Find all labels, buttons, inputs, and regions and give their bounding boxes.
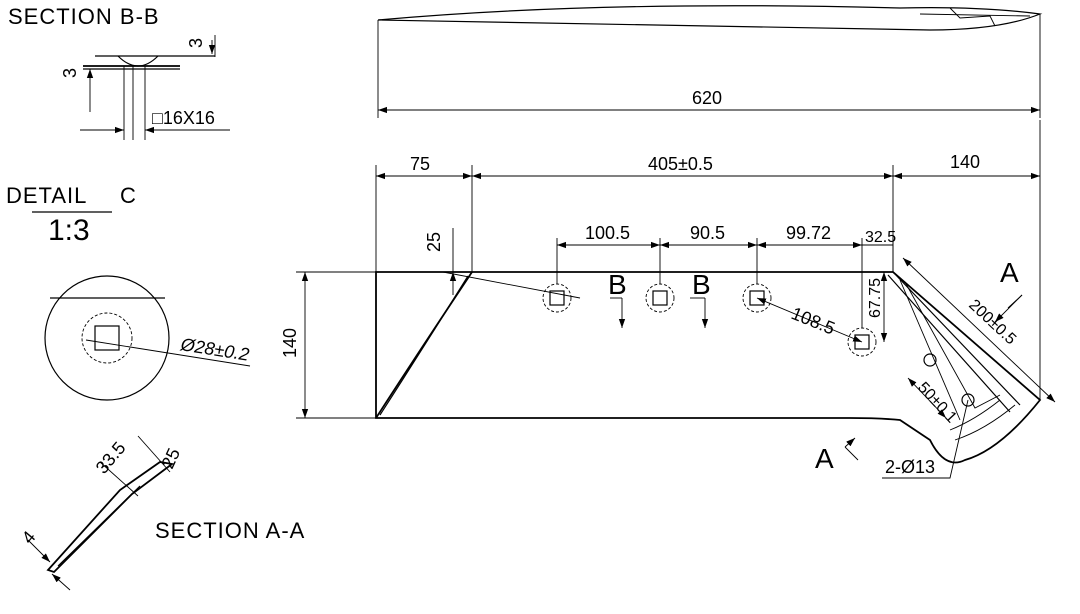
aa-thickness: 4 [18, 527, 40, 548]
height: 140 [280, 328, 300, 358]
aa-angle: 25 [157, 445, 184, 472]
detail-c-scale: 1:3 [48, 214, 90, 247]
hole-2 [645, 283, 675, 313]
section-aa-view: 33.5 25 4 SECTION A-A [18, 435, 305, 591]
bb-side-height: 3 [60, 68, 80, 78]
left-offset: 75 [410, 154, 430, 174]
diag-hole-dist: 108.5 [789, 303, 838, 338]
hole-callout: 2-Ø13 [885, 457, 935, 477]
marker-a-bottom: A [815, 443, 834, 474]
hole-pitch-1: 100.5 [585, 223, 630, 243]
chamfer-height: 25 [424, 232, 444, 252]
marker-a-top: A [1000, 257, 1019, 288]
bb-hole-size: □16X16 [152, 108, 215, 128]
right-offset: 140 [950, 152, 980, 172]
bb-top-thickness: 3 [186, 38, 206, 48]
bolt-hole-2 [961, 393, 975, 407]
edge-length: 200±0.5 [965, 296, 1019, 348]
hole-span: 405±0.5 [648, 154, 713, 174]
hole-pitch-3: 99.72 [786, 223, 831, 243]
main-view: 75 405±0.5 140 25 140 [280, 120, 1056, 479]
small-offset: 32.5 [865, 229, 896, 246]
vertical-hole-dist: 67.75 [867, 278, 884, 318]
section-aa-label: SECTION A-A [155, 518, 305, 543]
hole-1 [542, 283, 572, 313]
bolt-hole-1 [923, 353, 937, 367]
section-bb-label: SECTION B-B [8, 4, 160, 29]
aa-width: 33.5 [92, 438, 130, 478]
marker-b-left: B [608, 269, 627, 300]
marker-b-right: B [692, 269, 711, 300]
detail-c-circle [44, 275, 170, 401]
top-profile-view: 620 [377, 5, 1043, 118]
hole-pitch-2: 90.5 [690, 223, 725, 243]
detail-c-view: DETAIL C 1:3 Ø28±0.2 [6, 183, 251, 401]
blade-outline [375, 271, 1042, 464]
overall-length: 620 [692, 88, 722, 108]
section-bb-view: SECTION B-B 3 3 □16X16 [8, 4, 230, 140]
detail-c-letter: C [120, 183, 137, 208]
detail-c-word: DETAIL [6, 183, 87, 208]
